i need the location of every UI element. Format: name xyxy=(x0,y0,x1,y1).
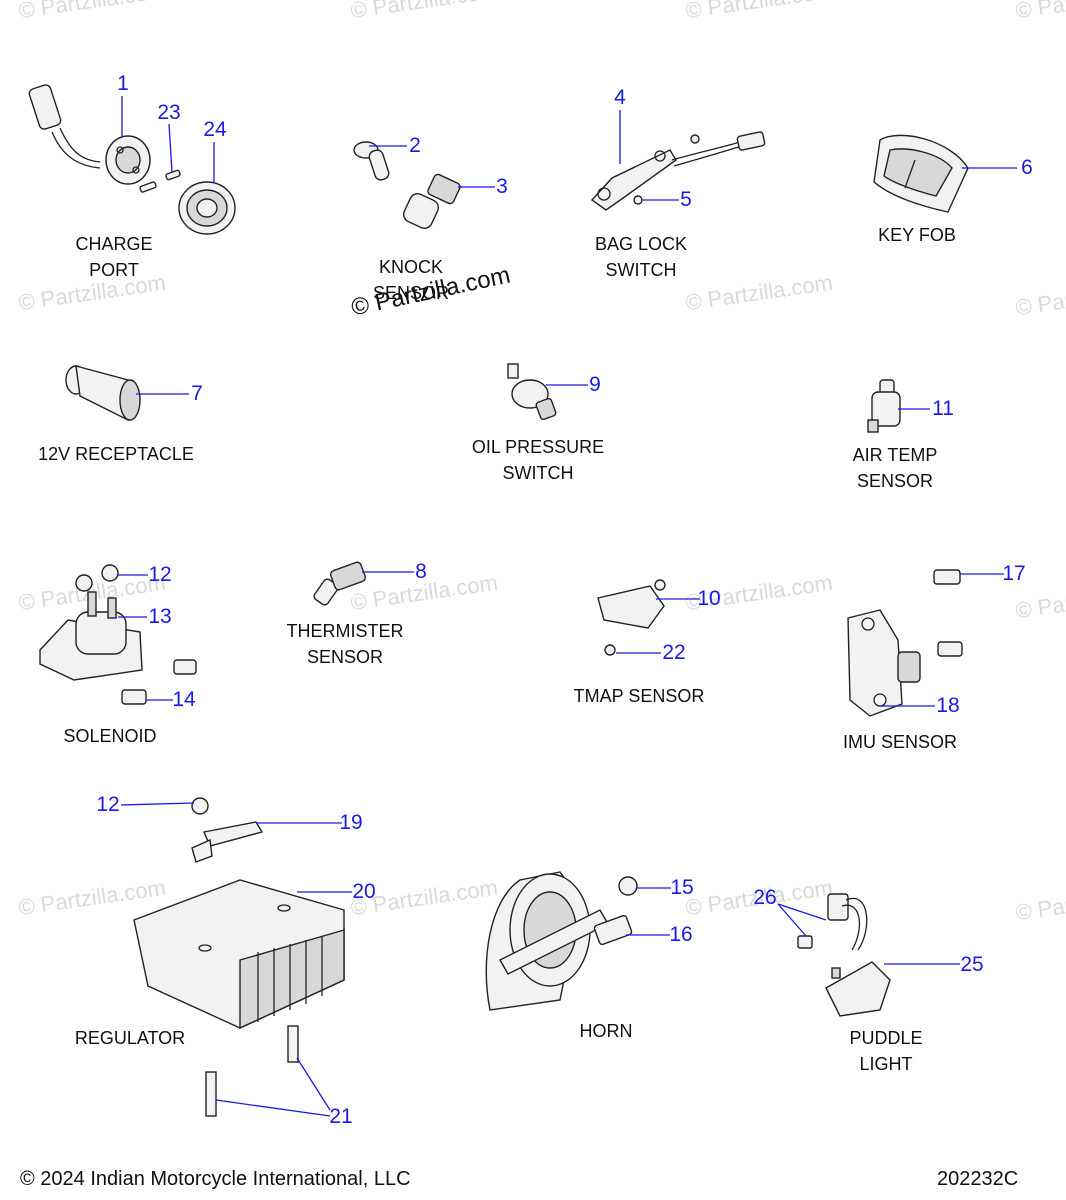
oil-pressure-switch-drawing xyxy=(507,363,557,421)
callout-20[interactable]: 20 xyxy=(352,880,376,903)
callout-9[interactable]: 9 xyxy=(589,373,601,396)
callout-8[interactable]: 8 xyxy=(415,560,427,583)
thermister-sensor-drawing xyxy=(313,561,367,606)
callout-2[interactable]: 2 xyxy=(409,134,421,157)
callout-14[interactable]: 14 xyxy=(172,688,196,711)
caption-imu-sensor: IMU SENSOR xyxy=(842,732,958,752)
callout-23[interactable]: 23 xyxy=(157,101,181,124)
diagram-code: 202232C xyxy=(937,1168,1019,1190)
callout-26[interactable]: 26 xyxy=(753,886,777,909)
caption-bag-lock-switch: BAG LOCK SWITCH xyxy=(594,234,688,280)
callout-17[interactable]: 17 xyxy=(1002,562,1026,585)
callout-22[interactable]: 22 xyxy=(662,641,686,664)
caption-thermister-sensor: THERMISTER SENSOR xyxy=(286,621,404,667)
callout-16[interactable]: 16 xyxy=(669,923,693,946)
caption-12v-receptacle: 12V RECEPTACLE xyxy=(38,444,194,464)
callout-10[interactable]: 10 xyxy=(697,587,721,610)
caption-tmap-sensor: TMAP SENSOR xyxy=(573,686,705,706)
air-temp-sensor-drawing xyxy=(867,379,901,433)
key-fob-drawing xyxy=(873,134,969,213)
callout-5[interactable]: 5 xyxy=(680,188,692,211)
callout-12[interactable]: 12 xyxy=(148,563,172,586)
tmap-sensor-drawing xyxy=(597,579,666,656)
caption-solenoid: SOLENOID xyxy=(63,726,157,746)
callout-21[interactable]: 21 xyxy=(329,1105,353,1128)
caption-air-temp-sensor: AIR TEMP SENSOR xyxy=(852,445,938,491)
imu-sensor-drawing xyxy=(847,569,963,717)
callout-7[interactable]: 7 xyxy=(191,382,203,405)
copyright-notice: © 2024 Indian Motorcycle International, … xyxy=(20,1168,411,1190)
callout-1[interactable]: 1 xyxy=(117,72,129,95)
callout-15[interactable]: 15 xyxy=(670,876,694,899)
charge-port-drawing xyxy=(28,84,236,235)
callout-18[interactable]: 18 xyxy=(936,694,960,717)
callout-24[interactable]: 24 xyxy=(203,118,227,141)
callout-4[interactable]: 4 xyxy=(614,86,626,109)
caption-knock-sensor: KNOCK SENSOR xyxy=(372,257,450,303)
caption-puddle-light: PUDDLE LIGHT xyxy=(849,1028,923,1074)
horn-drawing xyxy=(485,871,638,1011)
callout-11[interactable]: 11 xyxy=(932,397,954,420)
callout-3[interactable]: 3 xyxy=(496,175,508,198)
knock-sensor-drawing xyxy=(353,141,461,230)
caption-horn: HORN xyxy=(579,1021,633,1041)
callout-19[interactable]: 19 xyxy=(339,811,363,834)
callout-12-regulator[interactable]: 12 xyxy=(96,793,120,816)
puddle-light-drawing xyxy=(797,893,891,1017)
receptacle-drawing xyxy=(65,365,141,422)
caption-regulator: REGULATOR xyxy=(74,1028,186,1048)
solenoid-drawing xyxy=(39,564,197,705)
regulator-drawing xyxy=(133,797,345,1117)
bag-lock-switch-drawing xyxy=(590,131,766,211)
callout-6[interactable]: 6 xyxy=(1021,156,1033,179)
callout-13[interactable]: 13 xyxy=(148,605,172,628)
caption-oil-pressure-switch: OIL PRESSURE SWITCH xyxy=(471,437,605,483)
caption-key-fob: KEY FOB xyxy=(878,225,956,245)
callout-25[interactable]: 25 xyxy=(960,953,984,976)
caption-charge-port: CHARGE PORT xyxy=(75,234,153,280)
